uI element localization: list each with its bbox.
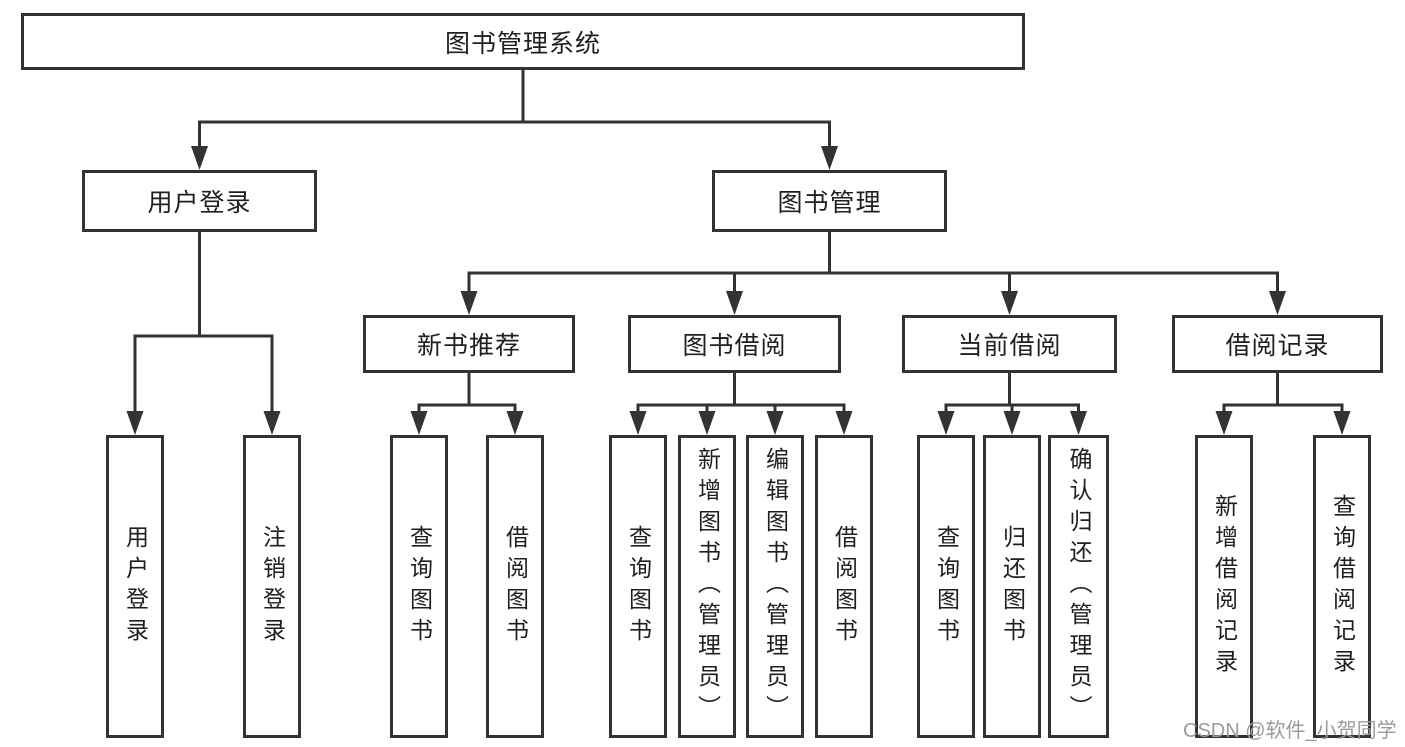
connector-segments [133, 70, 1344, 417]
leaf-label: 查询借阅记录 [1329, 493, 1356, 680]
node-leaf-add-books-admin: 新增图书（管理员） [678, 435, 736, 738]
node-leaf-borrow-books-recommend: 借阅图书 [486, 435, 544, 738]
node-leaf-add-borrow-record: 新增借阅记录 [1195, 435, 1253, 738]
leaf-label: 确认归还（管理员） [1066, 447, 1092, 726]
connector-arrowheads [126, 146, 1351, 435]
node-leaf-borrow-books: 借阅图书 [815, 435, 873, 738]
leaf-label: 注销登录 [259, 524, 286, 649]
node-new-book-recommend: 新书推荐 [363, 315, 575, 373]
node-leaf-query-books-recommend: 查询图书 [390, 435, 448, 738]
leaf-label: 归还图书 [999, 524, 1026, 649]
leaf-label: 借阅图书 [502, 524, 529, 649]
leaf-label: 查询图书 [406, 524, 433, 649]
leaf-label: 查询图书 [933, 524, 960, 649]
node-leaf-user-login: 用户登录 [106, 435, 164, 738]
node-book-borrow: 图书借阅 [628, 315, 841, 373]
node-root-book-management-system: 图书管理系统 [21, 13, 1025, 70]
node-borrow-records: 借阅记录 [1172, 315, 1383, 373]
leaf-label: 编辑图书（管理员） [762, 447, 789, 726]
leaf-label: 新增借阅记录 [1211, 493, 1238, 680]
csdn-watermark: CSDN @软件_小贺同学 [1183, 720, 1397, 742]
node-current-borrow: 当前借阅 [902, 315, 1117, 373]
leaf-label: 借阅图书 [831, 524, 858, 649]
node-book-management: 图书管理 [712, 170, 947, 232]
node-leaf-return-books: 归还图书 [983, 435, 1041, 738]
node-leaf-query-books-current: 查询图书 [917, 435, 975, 738]
leaf-label: 新增图书（管理员） [694, 447, 721, 726]
node-user-login-group: 用户登录 [82, 170, 317, 232]
leaf-label: 查询图书 [625, 524, 652, 649]
node-leaf-logout: 注销登录 [243, 435, 301, 738]
node-leaf-query-borrow-record: 查询借阅记录 [1313, 435, 1371, 738]
node-leaf-query-books-borrow: 查询图书 [609, 435, 667, 738]
node-leaf-confirm-return-admin: 确认归还（管理员） [1048, 435, 1109, 738]
node-leaf-edit-books-admin: 编辑图书（管理员） [746, 435, 804, 738]
leaf-label: 用户登录 [122, 524, 149, 649]
